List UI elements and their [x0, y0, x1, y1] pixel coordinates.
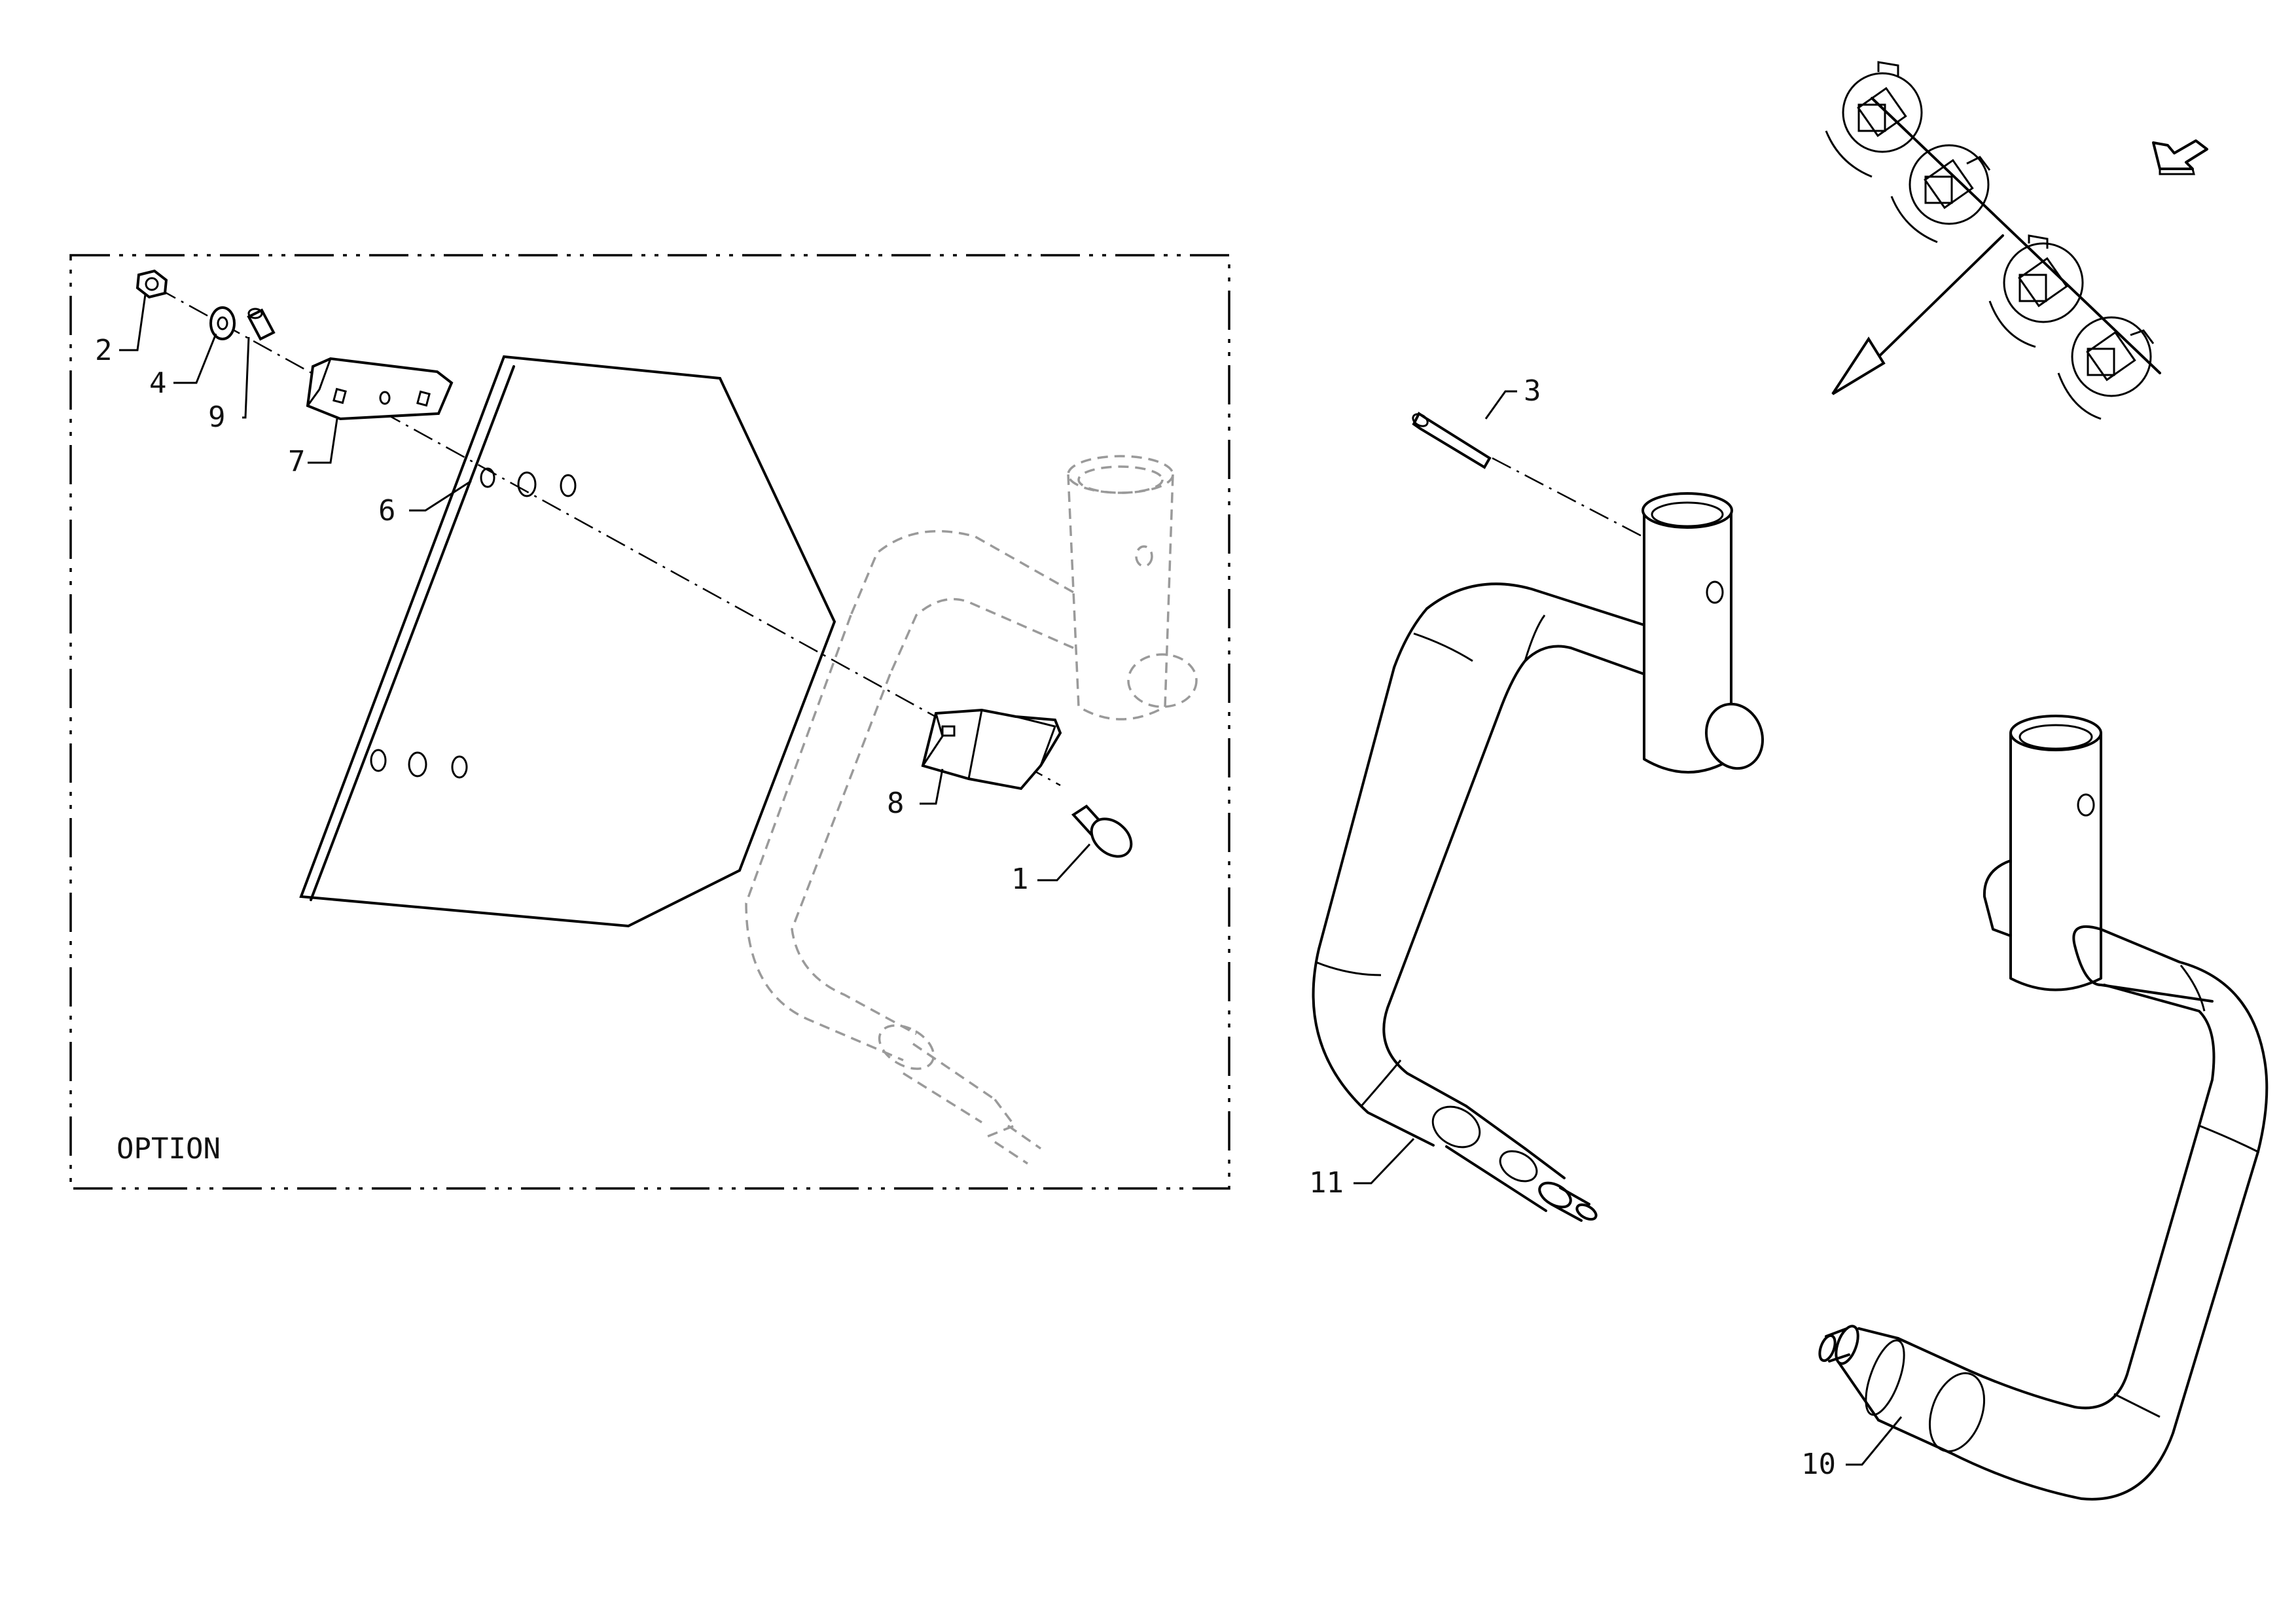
- callout-8: 8: [887, 787, 905, 820]
- callout-labels: 2 4 9 7 6 8 1 3 11 10: [95, 334, 1836, 1481]
- rotation-wheel-2: [1890, 144, 1991, 243]
- rotation-wheel-1: [1825, 61, 1923, 178]
- rotation-wheel-3: [1988, 234, 2084, 348]
- callout-3: 3: [1524, 374, 1541, 408]
- assembly-axis-lines: [156, 287, 1643, 787]
- callout-4: 4: [149, 366, 167, 400]
- ghost-handle: [745, 455, 1198, 1165]
- callout-7: 7: [288, 445, 306, 478]
- nut: [135, 269, 168, 299]
- option-box: OPTION: [69, 254, 1230, 1190]
- handle-right: [1818, 715, 2269, 1501]
- callout-10: 10: [1801, 1448, 1836, 1481]
- callout-11: 11: [1309, 1166, 1344, 1200]
- callout-9: 9: [208, 401, 226, 434]
- clamp: [921, 708, 1062, 791]
- shield-plate: [299, 355, 836, 928]
- view-direction-arrow-icon: [2152, 139, 2208, 175]
- clamp-plate: [306, 357, 454, 421]
- washer: [209, 306, 236, 340]
- callout-6: 6: [378, 494, 396, 527]
- handle-left: [1312, 492, 1765, 1222]
- rotation-wheel-4: [2057, 316, 2155, 420]
- orientation-diagram-icon: [1825, 61, 2161, 420]
- leader-lines: [119, 294, 1903, 1466]
- option-label: OPTION: [117, 1132, 221, 1166]
- spacer: [247, 308, 276, 341]
- callout-2: 2: [95, 334, 113, 367]
- pin: [1412, 412, 1492, 469]
- bolt: [1071, 804, 1133, 858]
- callout-1: 1: [1011, 863, 1029, 896]
